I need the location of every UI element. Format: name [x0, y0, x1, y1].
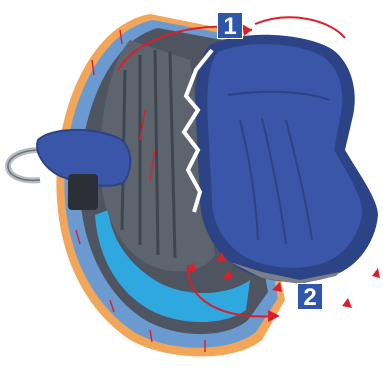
step-2-badge: 2	[297, 283, 323, 310]
step-1-badge: 1	[217, 12, 243, 39]
strap-buckle	[68, 174, 98, 210]
